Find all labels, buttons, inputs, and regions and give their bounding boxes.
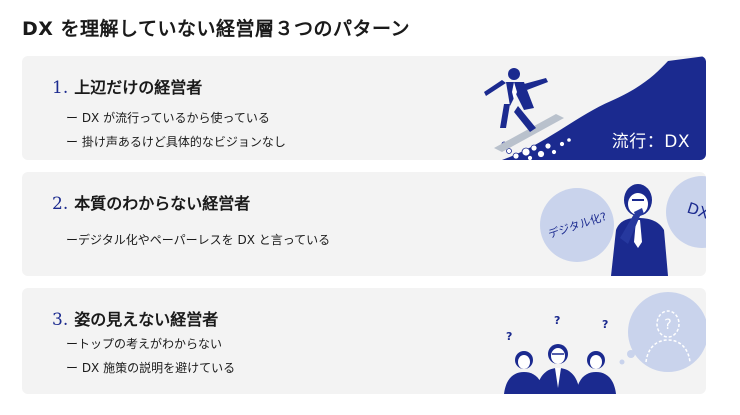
pattern-card-1: 1. 上辺だけの経営者 ー DX が流行っているから使っている ー 掛け声あるけ… <box>22 56 706 160</box>
card-title: 上辺だけの経営者 <box>74 78 203 97</box>
card-title: 本質のわからない経営者 <box>74 194 251 213</box>
trend-wave <box>502 56 706 160</box>
card-heading: 2. 本質のわからない経営者 <box>52 190 250 214</box>
svg-text:?: ? <box>664 317 671 333</box>
wave-foam <box>501 137 572 160</box>
thinking-person-graphic <box>611 184 668 276</box>
wave-surfer-graphic <box>484 56 706 160</box>
question-mark: ? <box>602 318 609 331</box>
bullet-item: ートップの考えがわからない <box>66 337 223 351</box>
bullet-item: ー DX 施策の説明を避けている <box>66 361 236 375</box>
bullet-list: ー DX が流行っているから使っている ー 掛け声あるけど具体的なビジョンなし <box>66 106 286 154</box>
bullet-item: ー 掛け声あるけど具体的なビジョンなし <box>66 135 286 149</box>
card-number: 3. <box>52 310 69 330</box>
unknown-leader-silhouette <box>645 310 691 363</box>
thought-bubble-digital: デジタル化? <box>540 188 614 262</box>
question-mark: ? <box>506 330 513 343</box>
card-heading: 3. 姿の見えない経営者 <box>52 306 218 330</box>
question-mark: ? <box>554 314 561 327</box>
bullet-item: ー DX が流行っているから使っている <box>66 111 270 125</box>
card-number: 2. <box>52 194 69 214</box>
surfboard <box>494 114 564 152</box>
pattern-card-2: 2. 本質のわからない経営者 ーデジタル化やペーパーレスを DX と言っている … <box>22 172 706 276</box>
invisible-leader-illustration: ? ? ? ? <box>406 288 706 394</box>
bullet-list: ートップの考えがわからない ー DX 施策の説明を避けている <box>66 332 235 380</box>
businessman-surfer <box>484 68 548 132</box>
confused-manager-illustration: デジタル化? DX? <box>406 172 706 276</box>
card-title: 姿の見えない経営者 <box>74 310 219 329</box>
employees-and-silhouette-graphic: ? <box>504 292 706 394</box>
trend-label: 流行：DX <box>611 132 690 152</box>
pattern-card-3: 3. 姿の見えない経営者 ートップの考えがわからない ー DX 施策の説明を避け… <box>22 288 706 394</box>
bullet-item: ーデジタル化やペーパーレスを DX と言っている <box>66 233 331 247</box>
surfer-illustration: 流行：DX <box>406 56 706 160</box>
bullet-list: ーデジタル化やペーパーレスを DX と言っている <box>66 228 330 252</box>
card-number: 1. <box>52 78 69 98</box>
card-heading: 1. 上辺だけの経営者 <box>52 74 202 98</box>
page-title: DX を理解していない経営層３つのパターン <box>22 18 411 40</box>
